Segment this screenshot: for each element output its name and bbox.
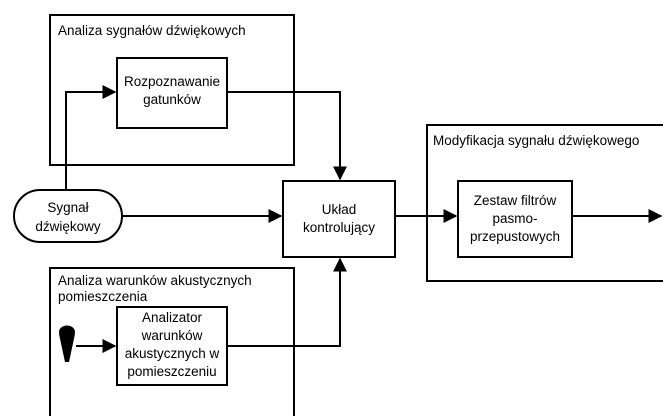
group-sound-modification-frame — [426, 124, 663, 282]
node-control-unit-line1: Układ — [322, 202, 357, 217]
node-room-analyzer-box — [116, 306, 228, 386]
microphone-icon — [59, 325, 75, 362]
node-room-analyzer-line4: pomieszczeniu — [127, 364, 216, 379]
connector-signal-to-recognition — [65, 85, 117, 190]
node-control-unit: Układ kontrolujący — [282, 180, 396, 258]
node-filter-bank-line2: pasmo- — [492, 211, 537, 226]
group-acoustic-analysis-frame — [49, 267, 295, 416]
group-sound-modification: Modyfikacja sygnału dźwiękowego — [426, 124, 663, 282]
group-sound-analysis: Analiza sygnałów dźwiękowych — [49, 14, 295, 166]
node-sound-signal-line2: dźwiękowy — [35, 219, 101, 234]
node-species-recognition: Rozpoznawanie gatunków — [116, 57, 228, 129]
group-sound-analysis-frame — [49, 14, 295, 166]
node-control-unit-line2: kontrolujący — [303, 220, 375, 235]
node-room-analyzer-line1: Analizator — [142, 310, 203, 325]
node-sound-signal-line1: Sygnał — [47, 200, 88, 215]
node-filter-bank-line3: przepustowych — [470, 229, 560, 244]
node-sound-signal-shape — [13, 189, 123, 243]
group-acoustic-analysis-title-line2: pomieszczenia — [58, 289, 148, 304]
group-sound-modification-title: Modyfikacja sygnału dźwiękowego — [433, 133, 639, 148]
node-species-recognition-line1: Rozpoznawanie — [124, 74, 220, 89]
connector-recognition-to-control — [227, 91, 347, 181]
group-sound-analysis-title: Analiza sygnałów dźwiękowych — [58, 23, 246, 38]
node-room-analyzer-line2: warunków — [141, 328, 203, 343]
node-sound-signal: Sygnał dźwiękowy — [13, 189, 123, 243]
node-room-analyzer: Analizator warunków akustycznych w pomie… — [116, 306, 228, 386]
group-acoustic-analysis: Analiza warunków akustycznych pomieszcze… — [49, 267, 295, 416]
node-room-analyzer-line3: akustycznych w — [125, 346, 220, 361]
connector-analyzer-to-control — [227, 257, 347, 347]
node-filter-bank-line1: Zestaw filtrów — [474, 193, 557, 208]
node-species-recognition-line2: gatunków — [143, 92, 201, 107]
node-filter-bank: Zestaw filtrów pasmo- przepustowych — [457, 180, 573, 258]
node-control-unit-box — [282, 180, 396, 258]
group-acoustic-analysis-title-line1: Analiza warunków akustycznych — [58, 273, 252, 288]
node-filter-bank-box — [457, 180, 573, 258]
